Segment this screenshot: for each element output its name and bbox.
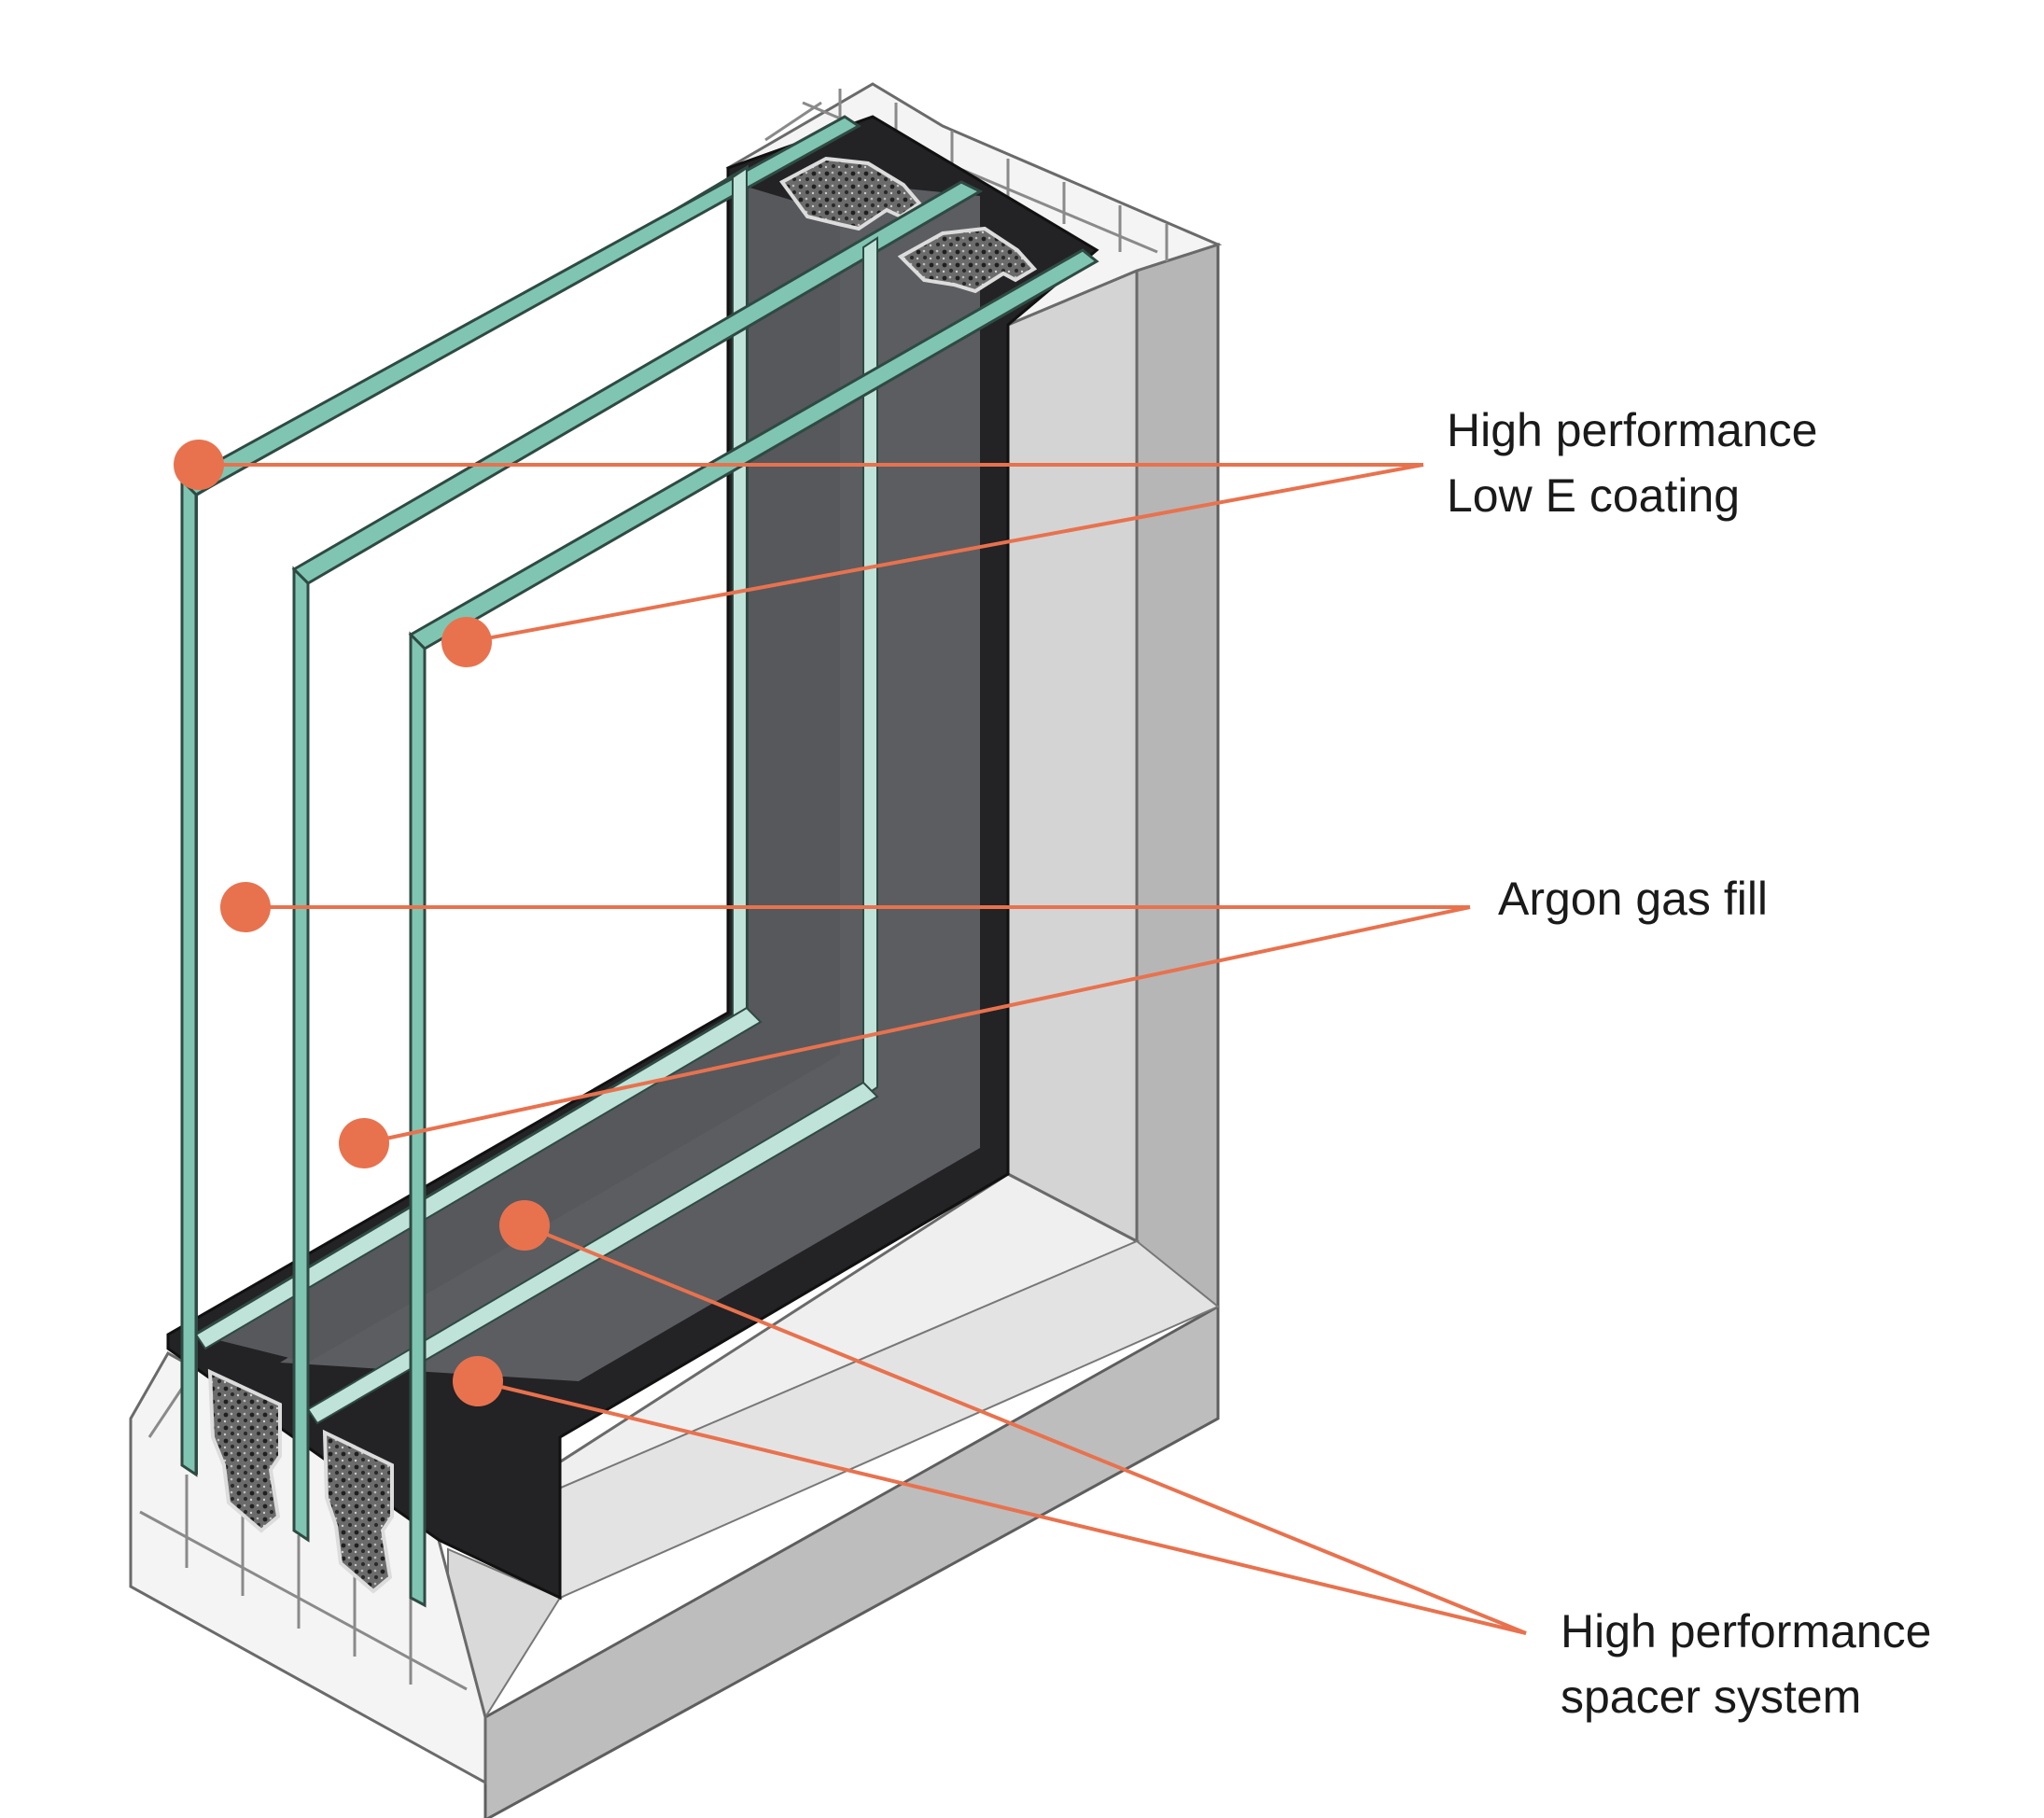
callout-line-spacer-1 (524, 1224, 1527, 1635)
glass-pane-rear-left-edge (409, 631, 427, 1608)
callout-lines (199, 463, 1527, 1635)
glass-pane-front-bottom-edge (194, 1006, 763, 1350)
label-spacer-line-1: High performance (1561, 1605, 1931, 1657)
spacer-bottom-1 (207, 1368, 282, 1533)
callout-dot-argon-front (220, 882, 271, 932)
glass-pane-middle-right-edge (862, 236, 878, 1098)
label-argon-line-1: Argon gas fill (1498, 873, 1768, 925)
spacer-system (207, 156, 1038, 1594)
label-low-e-line-1: High performance (1447, 404, 1817, 456)
frame-bottom-chambers (139, 1380, 468, 1691)
glass-pane-rear (408, 248, 1099, 1608)
spacer-top-2 (897, 226, 1038, 294)
spacer-bottom-2 (322, 1429, 394, 1594)
frame-right-outer-face (1135, 242, 1220, 1322)
frame-right-reveal (1006, 268, 1139, 1244)
glass-panes (179, 115, 1099, 1608)
label-spacer-line-2: spacer system (1561, 1671, 1861, 1723)
callout-line-spacer-2 (477, 1379, 1527, 1635)
glass-pane-middle-left-edge (292, 566, 310, 1543)
callout-line-low-e-2 (466, 463, 1424, 644)
callout-dot-low-e-rear (441, 617, 492, 667)
callout-dot-spacer-lower (453, 1356, 503, 1406)
glass-pane-front (179, 115, 861, 1477)
glass-pane-front-left-edge (180, 477, 198, 1477)
callout-dots (174, 440, 550, 1406)
label-low-e-line-2: Low E coating (1447, 469, 1740, 522)
callout-dot-argon-rear (339, 1118, 389, 1168)
callout-dot-spacer-upper (499, 1200, 550, 1251)
callout-line-argon-2 (363, 905, 1471, 1145)
callout-labels: High performance Low E coating Argon gas… (1447, 404, 1931, 1723)
callout-dot-low-e-front (174, 440, 224, 490)
